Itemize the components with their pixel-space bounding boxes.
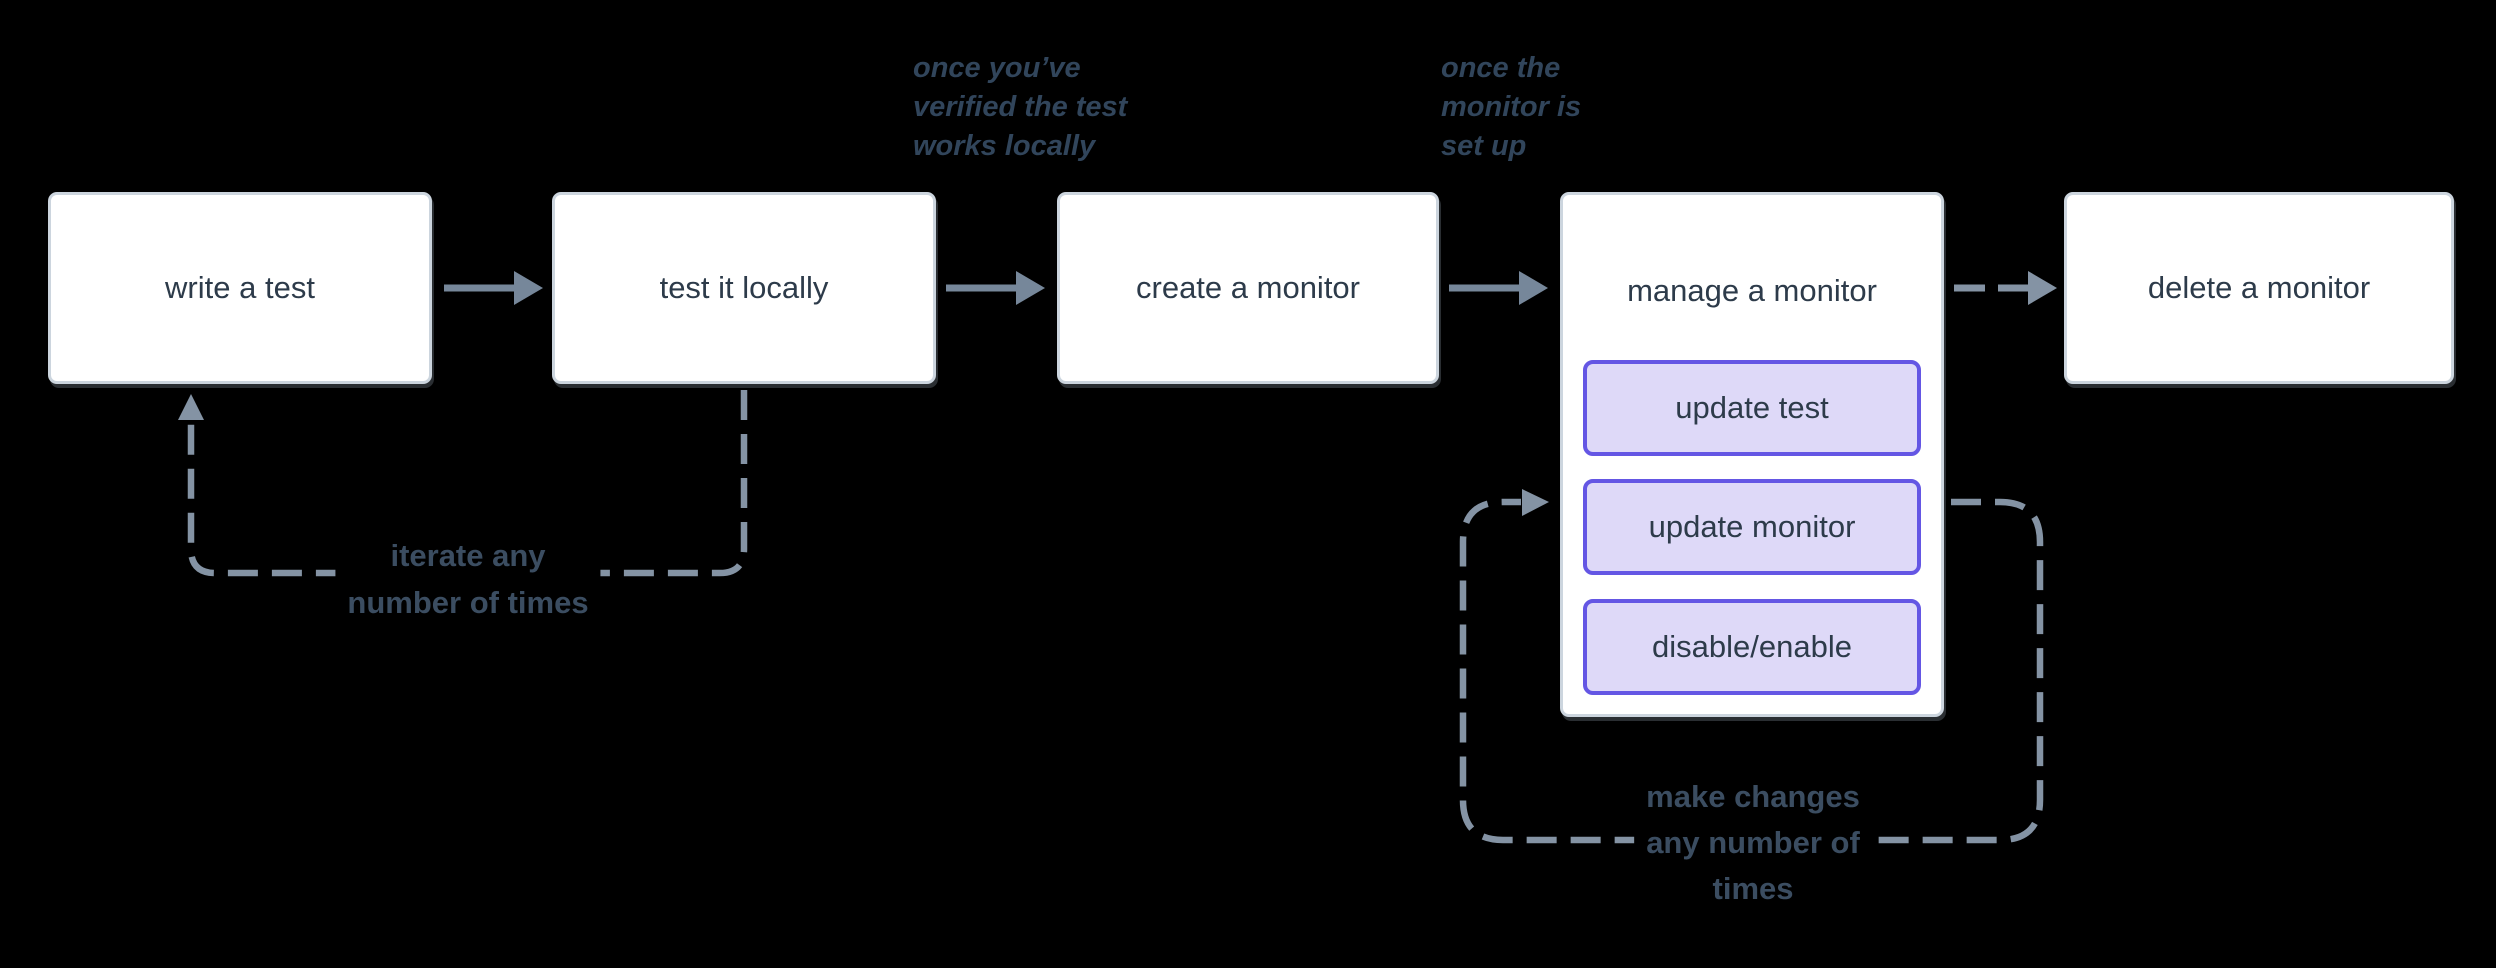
annotation-line: set up [1441,130,1527,162]
node-write-a-test-label: write a test [165,270,315,305]
node-test-it-locally: test it locally [552,192,936,384]
node-test-it-locally-label: test it locally [659,270,829,305]
arrow-manage-to-delete [1954,271,2057,305]
action-update-monitor: update monitor [1583,479,1921,575]
annotation-verified-locally: once you’ve verified the test works loca… [913,49,1127,166]
action-update-test: update test [1583,360,1921,456]
annotation-line: verified the test [913,91,1128,123]
loop-label-line: number of times [347,585,589,620]
arrow-write-to-test [444,271,543,305]
loop-label-line: make changes [1646,779,1860,814]
action-update-monitor-label: update monitor [1648,509,1856,544]
node-write-a-test: write a test [48,192,432,384]
annotation-line: once you’ve [913,52,1081,84]
action-disable-enable-label: disable/enable [1652,629,1852,664]
annotation-monitor-set-up: once the monitor is set up [1441,49,1581,166]
loop-label-line: any number of [1646,825,1860,860]
arrow-create-to-manage [1449,271,1548,305]
annotation-line: monitor is [1441,91,1582,123]
annotation-line: works locally [913,130,1096,162]
loop-label-line: times [1712,871,1794,906]
action-update-test-label: update test [1675,390,1829,425]
node-delete-a-monitor: delete a monitor [2064,192,2454,384]
loop-label-make-changes: make changes any number of times [1634,770,1872,916]
node-create-a-monitor: create a monitor [1057,192,1439,384]
arrow-test-to-create [946,271,1045,305]
loop-label-line: iterate any [390,538,546,573]
node-create-a-monitor-label: create a monitor [1136,270,1360,305]
action-disable-enable: disable/enable [1583,599,1921,695]
node-manage-a-monitor: manage a monitor update test update moni… [1560,192,1944,717]
loop-label-iterate: iterate any number of times [335,528,601,630]
node-manage-a-monitor-label: manage a monitor [1627,273,1877,308]
annotation-line: once the [1441,52,1561,84]
node-delete-a-monitor-label: delete a monitor [2147,270,2371,305]
